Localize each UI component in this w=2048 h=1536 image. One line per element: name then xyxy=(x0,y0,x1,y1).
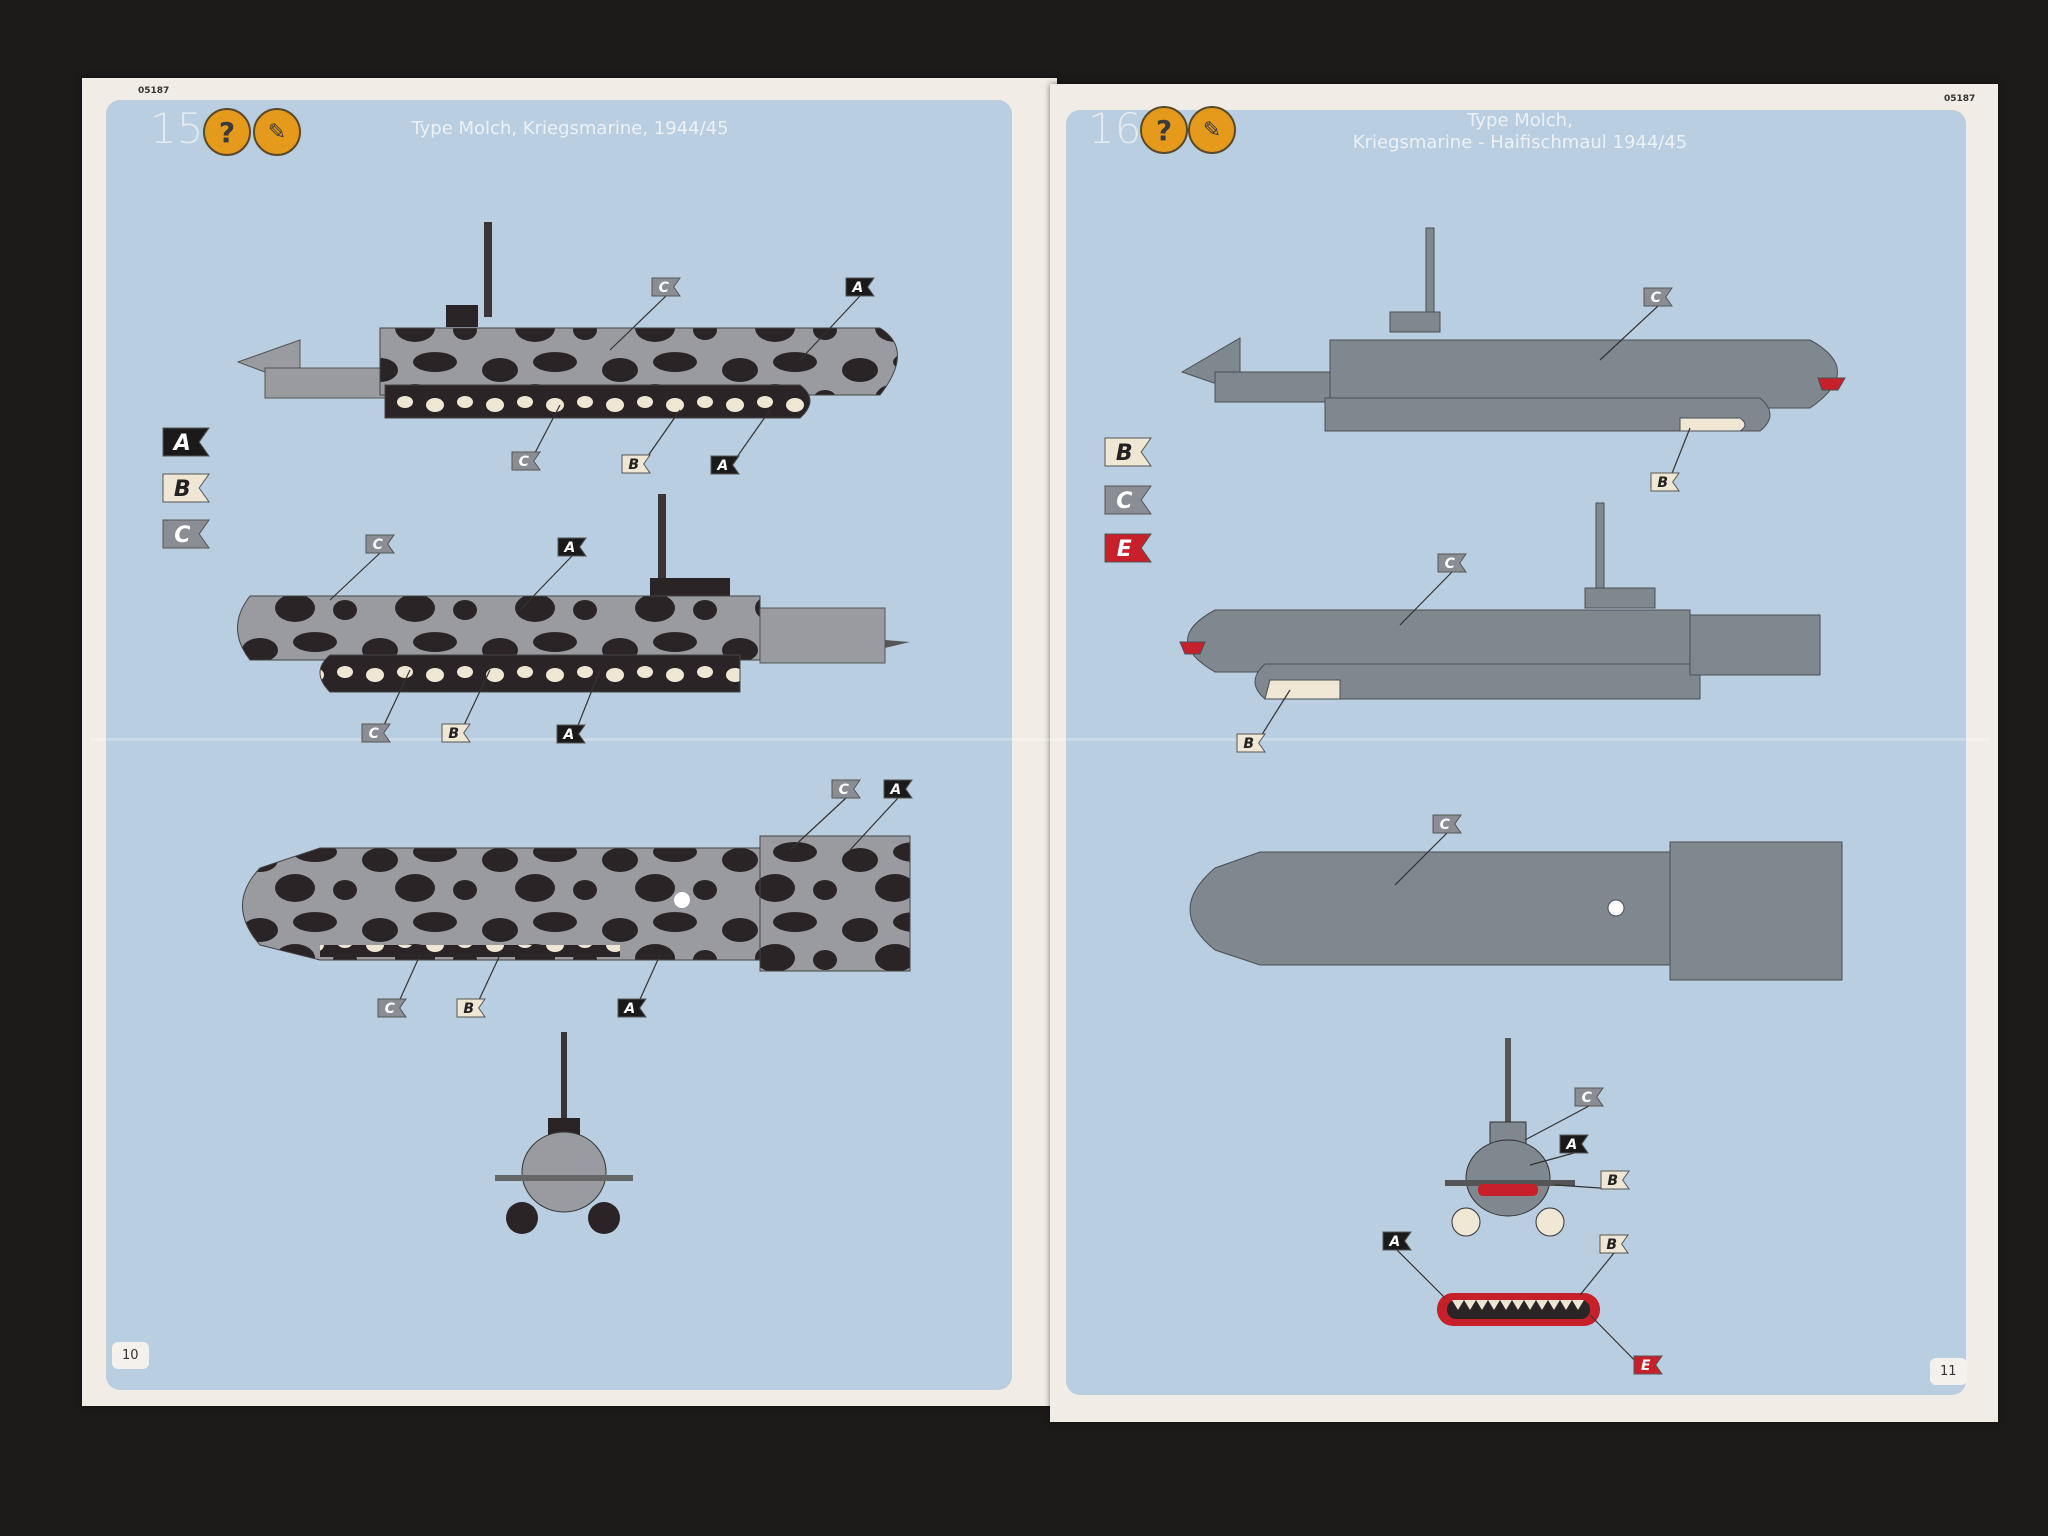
page-number: 10 xyxy=(112,1342,149,1369)
submarine-top-view-grey xyxy=(1189,841,1843,981)
callout-label: C xyxy=(1394,814,1462,886)
color-code-letter: C xyxy=(1116,489,1132,514)
fold-line xyxy=(90,738,1990,741)
color-swatch: C xyxy=(1104,485,1152,515)
color-code-letter: C xyxy=(839,782,850,798)
submarine-side-view-grey xyxy=(1180,227,1846,432)
callout-label: C xyxy=(1599,287,1673,361)
step-title-line2: Kriegsmarine - Haifischmaul 1944/45 xyxy=(1352,132,1688,153)
color-swatch: B xyxy=(1104,437,1152,467)
color-code-letter: A xyxy=(1388,1234,1400,1250)
submarine-side-view-grey-mirrored xyxy=(1179,502,1821,700)
submarine-side-view-camo-mirrored xyxy=(237,494,910,693)
help-icon: ? xyxy=(1140,106,1188,154)
color-code-letter: A xyxy=(623,1001,635,1017)
callout-label: C xyxy=(1524,1087,1604,1141)
color-code-letter: E xyxy=(1117,537,1132,562)
step-title: Type Molch, Kriegsmarine, 1944/45 xyxy=(411,118,729,139)
color-code-letter: B xyxy=(463,1001,474,1017)
color-code-letter: C xyxy=(373,537,384,553)
callout-label: A xyxy=(849,779,913,851)
submarine-front-view-camo xyxy=(495,1032,633,1234)
color-swatch: E xyxy=(1104,533,1152,563)
color-code-letter: C xyxy=(1445,556,1456,572)
paintbrush-icon: ✎ xyxy=(253,108,301,156)
document-code: 05187 xyxy=(138,86,170,96)
step-number: 15 xyxy=(150,104,204,153)
callout-label: C xyxy=(1399,553,1467,626)
callout-label: C xyxy=(789,779,861,851)
color-code-letter: B xyxy=(174,477,191,502)
color-code-letter: B xyxy=(628,457,639,473)
step-number: 16 xyxy=(1088,104,1142,153)
callout-label: A xyxy=(556,669,601,744)
callout-label: A xyxy=(1382,1231,1446,1299)
callout-label: B xyxy=(1579,1234,1629,1296)
color-code-letter: C xyxy=(659,280,670,296)
submarine-side-view-camo xyxy=(236,222,898,419)
color-code-letter: A xyxy=(1565,1137,1577,1153)
callout-label: C xyxy=(377,954,421,1018)
color-code-letter: C xyxy=(1440,817,1451,833)
shark-mouth-decal xyxy=(1437,1293,1600,1326)
callout-label: A xyxy=(710,409,771,475)
callout-label: C xyxy=(329,534,395,601)
color-swatch: A xyxy=(162,427,210,457)
page-number: 11 xyxy=(1930,1358,1967,1385)
callout-label: C xyxy=(511,404,561,471)
color-code-letter: A xyxy=(563,540,575,556)
step-title-line1: Type Molch, xyxy=(1467,110,1573,131)
paintbrush-icon: ✎ xyxy=(1188,106,1236,154)
callout-label: A xyxy=(1529,1134,1589,1166)
color-code-letter: C xyxy=(1651,290,1662,306)
color-code-letter: B xyxy=(1116,441,1133,466)
color-code-letter: A xyxy=(851,280,863,296)
color-code-letter: E xyxy=(1641,1358,1651,1374)
callout-label: B xyxy=(1236,689,1291,753)
color-swatch: C xyxy=(162,519,210,549)
callout-label: B xyxy=(1650,427,1691,492)
callout-label: A xyxy=(617,954,661,1018)
step-title: Type Molch, Kriegsmarine - Haifischmaul … xyxy=(1300,110,1740,154)
color-code-letter: A xyxy=(172,431,191,456)
submarine-front-view-shark-mouth xyxy=(1445,1038,1575,1237)
color-code-letter: B xyxy=(1606,1237,1617,1253)
callout-label: B xyxy=(441,669,491,743)
callout-label: B xyxy=(1554,1170,1630,1190)
color-code-letter: A xyxy=(716,458,728,474)
callout-label: A xyxy=(799,277,875,361)
color-code-letter: C xyxy=(369,726,380,742)
submarine-top-view-camo xyxy=(242,835,911,972)
color-code-letter: C xyxy=(174,523,190,548)
color-code-letter: A xyxy=(889,782,901,798)
document-code-right: 05187 xyxy=(1944,94,1976,104)
callout-label: B xyxy=(621,409,681,474)
callout-label: C xyxy=(609,277,681,351)
callout-label: C xyxy=(361,669,411,743)
callout-label: A xyxy=(519,537,587,611)
callout-label: B xyxy=(456,954,501,1018)
color-code-letter: C xyxy=(1582,1090,1593,1106)
color-code-letter: B xyxy=(1607,1173,1618,1189)
color-code-letter: C xyxy=(519,454,530,470)
color-code-letter: B xyxy=(1657,475,1668,491)
color-code-letter: C xyxy=(385,1001,396,1017)
callout-label: E xyxy=(1589,1314,1663,1375)
color-code-letter: B xyxy=(448,726,459,742)
color-swatch: B xyxy=(162,473,210,503)
color-code-letter: A xyxy=(562,727,574,743)
help-icon: ? xyxy=(203,108,251,156)
color-code-letter: B xyxy=(1243,736,1254,752)
